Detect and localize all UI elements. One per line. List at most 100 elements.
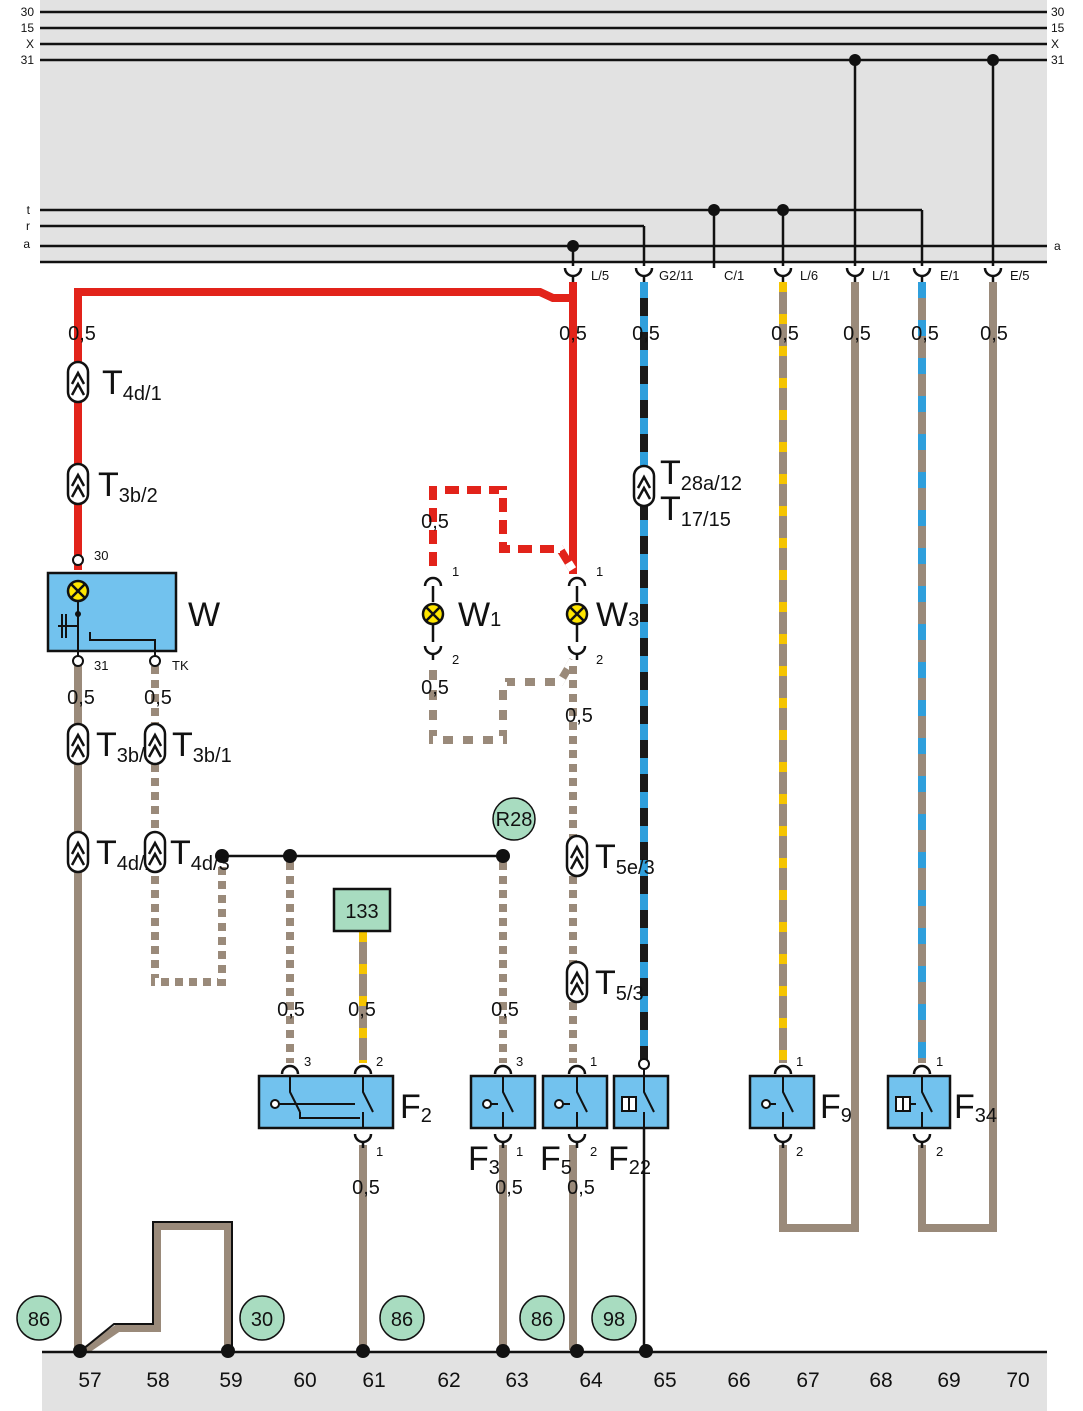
svg-text:86: 86: [531, 1309, 553, 1331]
ground-ref-circle: 86: [16, 1295, 62, 1341]
svg-text:86: 86: [28, 1309, 50, 1331]
pin-label: 2: [590, 1144, 597, 1159]
pin-label: 1: [590, 1054, 597, 1069]
track-number: 68: [869, 1369, 892, 1392]
bus-label-x-left: X: [26, 37, 34, 51]
wire-size-label: 0,5: [495, 1177, 523, 1199]
bus-label-x-right: X: [1051, 37, 1059, 51]
bus-label-30-right: 30: [1051, 5, 1065, 19]
wire-size-label: 0,5: [843, 323, 871, 345]
wire-size-label: 0,5: [559, 323, 587, 345]
pin-label: 31: [94, 658, 108, 673]
top-bus: [40, 10, 1047, 264]
wire-size-label: 0,5: [771, 323, 799, 345]
wire-size-label: 0,5: [421, 511, 449, 533]
component-w3-label: W3: [596, 596, 639, 634]
ground-junctions: [73, 1344, 653, 1358]
track-number: 67: [796, 1369, 819, 1392]
svg-text:30: 30: [251, 1309, 273, 1331]
wire-red: [74, 282, 577, 574]
pin-label: TK: [172, 658, 189, 673]
track-number: 64: [579, 1369, 603, 1392]
wire-size-label: 0,5: [567, 1177, 595, 1199]
bus-label-15-right: 15: [1051, 21, 1065, 35]
upper-panel: [40, 0, 1047, 263]
component-w-label: W: [188, 596, 220, 634]
component-f3: 3 1 F3: [468, 1054, 537, 1179]
connector-cup-l5: [563, 266, 583, 284]
connector-cup-l1: [845, 266, 865, 284]
track-number: 66: [727, 1369, 750, 1392]
connector-label-l1: L/1: [872, 268, 890, 283]
bus-label-a-right: a: [1054, 239, 1061, 253]
wire-size-label: 0,5: [144, 687, 172, 709]
component-f2-label: F2: [400, 1088, 432, 1127]
bus-label-30-left: 30: [21, 5, 35, 19]
wire-size-label: 0,5: [421, 677, 449, 699]
pin-label: 3: [516, 1054, 523, 1069]
terminal-t4d1-label: T4d/1: [102, 364, 162, 405]
terminal-t3b2-symbol: [66, 462, 90, 506]
terminal-t4d3-label: T4d/3: [170, 834, 230, 875]
component-f9-label: F9: [820, 1088, 852, 1127]
terminal-t4d2-symbol: [66, 830, 90, 874]
wire-size-label: 0,5: [980, 323, 1008, 345]
pin-label: 3: [304, 1054, 311, 1069]
pin-label: 1: [452, 564, 459, 579]
terminal-t3b1-label: T3b/1: [172, 726, 232, 767]
terminal-t5e3-label: T5e/3: [595, 838, 655, 879]
pin-label: 1: [796, 1054, 803, 1069]
connector-label-e5: E/5: [1010, 268, 1030, 283]
component-w: 30 31 TK W: [46, 548, 220, 673]
bus-label-r: r: [26, 219, 30, 233]
panel-links: [571, 60, 995, 268]
component-f22-label: F22: [608, 1140, 651, 1179]
component-f2: 3 2 1 F2: [257, 1054, 432, 1159]
track-numbers: 57 58 59 60 61 62 63 64 65 66 67 68 69 7…: [78, 1369, 1029, 1392]
ref-box-133: 133: [332, 887, 392, 933]
connector-cup-e5: [983, 266, 1003, 284]
pin-label: 2: [452, 652, 459, 667]
wire-size-label: 0,5: [632, 323, 660, 345]
component-f22: F22: [608, 1058, 670, 1179]
pin-label: 2: [936, 1144, 943, 1159]
component-w1: 1 2 W1: [421, 564, 501, 667]
terminal-t3b3-symbol: [66, 722, 90, 766]
wire-size-label: 0,5: [491, 999, 519, 1021]
terminal-t53-label: T5/3: [595, 964, 644, 1005]
pin-label: 2: [596, 652, 603, 667]
bus-label-31-right: 31: [1051, 53, 1065, 67]
terminal-t4d3-symbol: [143, 830, 167, 874]
connector-label-l6: L/6: [800, 268, 818, 283]
bus-label-15-left: 15: [21, 21, 35, 35]
track-number: 69: [937, 1369, 960, 1392]
pin-label: 30: [94, 548, 108, 563]
connector-cup-e1: [912, 266, 932, 284]
connector-label-e1: E/1: [940, 268, 960, 283]
terminal-t3b2-label: T3b/2: [98, 466, 158, 507]
connector-label-c1: C/1: [724, 268, 744, 283]
track-number: 57: [78, 1369, 101, 1392]
connector-cup-g211: [634, 266, 654, 284]
wire-red-white: [429, 486, 577, 574]
wire-size-label: 0,5: [911, 323, 939, 345]
lamp-icon: [565, 602, 589, 626]
pin-label: 2: [796, 1144, 803, 1159]
connector-cup-l6: [773, 266, 793, 284]
component-f3-label: F3: [468, 1140, 500, 1179]
wire-size-label: 0,5: [68, 323, 96, 345]
wire-size-label: 0,5: [565, 705, 593, 727]
ground-ref-circle: 86: [379, 1295, 425, 1341]
ground-ref-circle: 30: [239, 1295, 285, 1341]
component-f34: 1 2 F34: [886, 1054, 997, 1159]
wire-brown-white-w1: [429, 657, 577, 744]
track-number: 63: [505, 1369, 528, 1392]
wire-brown-yellow: [359, 282, 787, 1063]
component-f34-label: F34: [954, 1088, 997, 1127]
component-f5: 1 2 F5: [540, 1054, 609, 1179]
terminal-t28a-symbol: [632, 464, 656, 508]
bus-label-t: t: [27, 203, 31, 217]
wire-size-label: 0,5: [352, 1177, 380, 1199]
terminal-t3b1-symbol: [143, 722, 167, 766]
